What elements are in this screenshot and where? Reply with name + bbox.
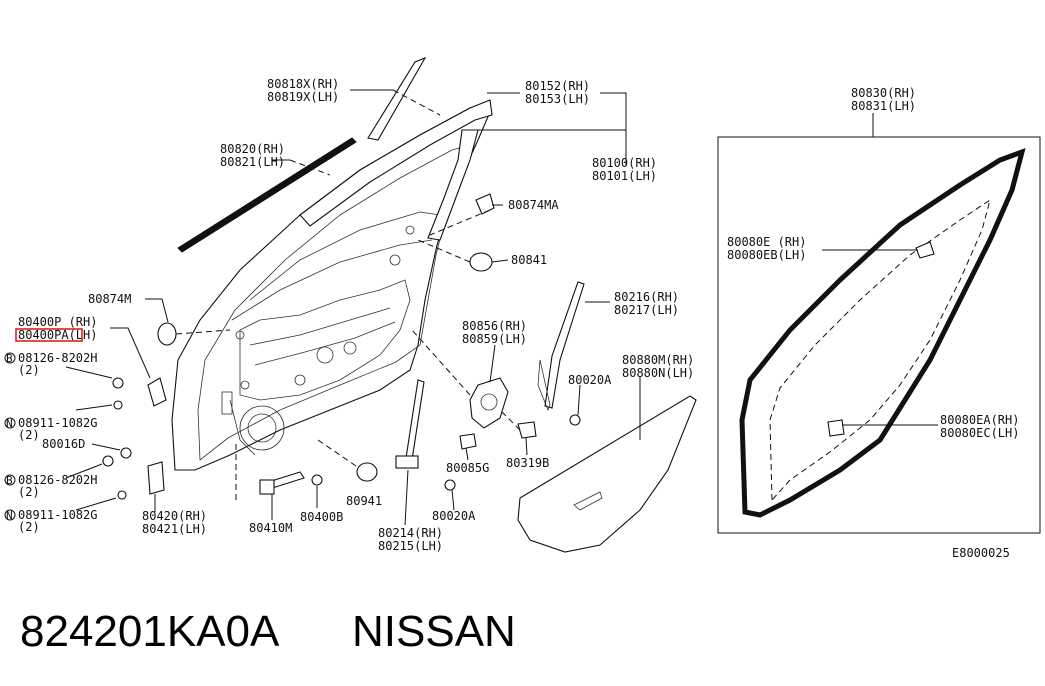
highlight-80400pa: [15, 328, 83, 342]
label-08126a-qty: (2): [18, 363, 40, 377]
plug-80841: [469, 252, 493, 272]
nut-symbol-a: N: [6, 417, 13, 430]
label-80874ma: 80874MA: [508, 198, 559, 212]
label-80400p-lh: 80400PA(LH): [18, 328, 97, 342]
callout-80830: 80830(RH) 80831(LH): [851, 86, 916, 113]
label-80856-rh: 80856(RH): [462, 319, 527, 333]
label-80152-rh: 80152(RH): [525, 79, 590, 93]
label-80400p-rh: 80400P (RH): [18, 315, 97, 329]
label-80941: 80941: [346, 494, 382, 508]
callout-08911b: N 08911-1082G (2): [4, 508, 97, 534]
label-80818x-lh: 80819X(LH): [267, 90, 339, 104]
clip-80874ma: [475, 193, 495, 215]
plug-80941: [356, 462, 378, 482]
label-80216-rh: 80216(RH): [614, 290, 679, 304]
door-glass-80880: [517, 395, 697, 553]
callout-80152: 80152(RH) 80153(LH): [525, 79, 590, 106]
label-80319b: 80319B: [506, 456, 549, 470]
label-80080ea-lh: 80080EC(LH): [940, 426, 1019, 440]
label-08126a: 08126-8202H: [18, 351, 97, 365]
label-80020a-upper: 80020A: [568, 373, 612, 387]
label-80152-lh: 80153(LH): [525, 92, 590, 106]
callout-80820: 80820(RH) 80821(LH): [220, 142, 285, 169]
inset-box: [717, 136, 1041, 534]
label-80214-lh: 80215(LH): [378, 539, 443, 553]
bushing-80085g: [459, 433, 477, 450]
label-80841: 80841: [511, 253, 547, 267]
label-80820-rh: 80820(RH): [220, 142, 285, 156]
label-80216-lh: 80217(LH): [614, 303, 679, 317]
callout-08911a: N 08911-1082G (2): [4, 416, 97, 442]
label-80820-lh: 80821(LH): [220, 155, 285, 169]
label-80830-lh: 80831(LH): [851, 99, 916, 113]
callout-80420: 80420(RH) 80421(LH): [142, 509, 207, 536]
hinge-80400p: [147, 377, 167, 407]
label-80874m: 80874M: [88, 292, 131, 306]
label-80400b: 80400B: [300, 510, 343, 524]
callout-80818x: 80818X(RH) 80819X(LH): [267, 77, 339, 104]
label-08911b: 08911-1082G: [18, 508, 97, 522]
label-80016d: 80016D: [42, 437, 85, 451]
regulator-rail-80214: [405, 379, 425, 461]
callout-80856: 80856(RH) 80859(LH): [462, 319, 527, 346]
clip-80080e: [915, 241, 935, 259]
label-80818x-rh: 80818X(RH): [267, 77, 339, 91]
label-80085g: 80085G: [446, 461, 489, 475]
nut-symbol-b: N: [6, 509, 13, 522]
label-08126b: 08126-8202H: [18, 473, 97, 487]
door-weatherstrip-80830: [739, 148, 1026, 518]
weatherstrip-80820: [177, 137, 357, 253]
motor-80856: [469, 377, 509, 429]
label-08911a-qty: (2): [18, 428, 40, 442]
part-number: 824201KA0A: [20, 607, 280, 656]
label-80856-lh: 80859(LH): [462, 332, 527, 346]
brand-name: NISSAN: [352, 607, 516, 656]
sash-channel-80216: [544, 281, 585, 409]
label-80080e-rh: 80080E (RH): [727, 235, 806, 249]
label-80214-rh: 80214(RH): [378, 526, 443, 540]
outer-moulding-80818x: [367, 56, 427, 141]
label-80880-rh: 80880M(RH): [622, 353, 694, 367]
clip-80080ea: [827, 419, 845, 437]
callout-80400p: 80400P (RH) 80400PA(LH): [15, 315, 97, 342]
label-08911b-qty: (2): [18, 520, 40, 534]
door-shell: [171, 107, 491, 471]
label-80410m: 80410M: [249, 521, 292, 535]
label-80420-lh: 80421(LH): [142, 522, 207, 536]
hinge-80420: [147, 461, 165, 495]
label-80080e-lh: 80080EB(LH): [727, 248, 806, 262]
label-80420-rh: 80420(RH): [142, 509, 207, 523]
label-08126b-qty: (2): [18, 485, 40, 499]
label-08911a: 08911-1082G: [18, 416, 97, 430]
label-80830-rh: 80830(RH): [851, 86, 916, 100]
callout-80080e: 80080E (RH) 80080EB(LH): [727, 235, 806, 262]
callout-80880: 80880M(RH) 80880N(LH): [622, 353, 694, 380]
label-80100-lh: 80101(LH): [592, 169, 657, 183]
bolt-symbol-b: B: [6, 474, 13, 487]
callout-80214: 80214(RH) 80215(LH): [378, 526, 443, 553]
label-80100-rh: 80100(RH): [592, 156, 657, 170]
label-80880-lh: 80880N(LH): [622, 366, 694, 380]
callout-08126b: B 08126-8202H (2): [4, 473, 97, 499]
bolt-symbol-a: B: [6, 352, 13, 365]
callout-80100: 80100(RH) 80101(LH): [592, 156, 657, 183]
leader-lines: [65, 89, 938, 526]
label-80020a-lower: 80020A: [432, 509, 476, 523]
clip-80319b: [517, 421, 537, 439]
bolts: [102, 377, 581, 500]
callout-80216: 80216(RH) 80217(LH): [614, 290, 679, 317]
diagram-code: E8000025: [952, 546, 1010, 560]
callout-80080ea: 80080EA(RH) 80080EC(LH): [940, 413, 1019, 440]
label-80080ea-rh: 80080EA(RH): [940, 413, 1019, 427]
callout-08126a: B 08126-8202H (2): [4, 351, 97, 377]
window-sash: [299, 99, 493, 241]
grommet-80874m: [157, 322, 177, 346]
